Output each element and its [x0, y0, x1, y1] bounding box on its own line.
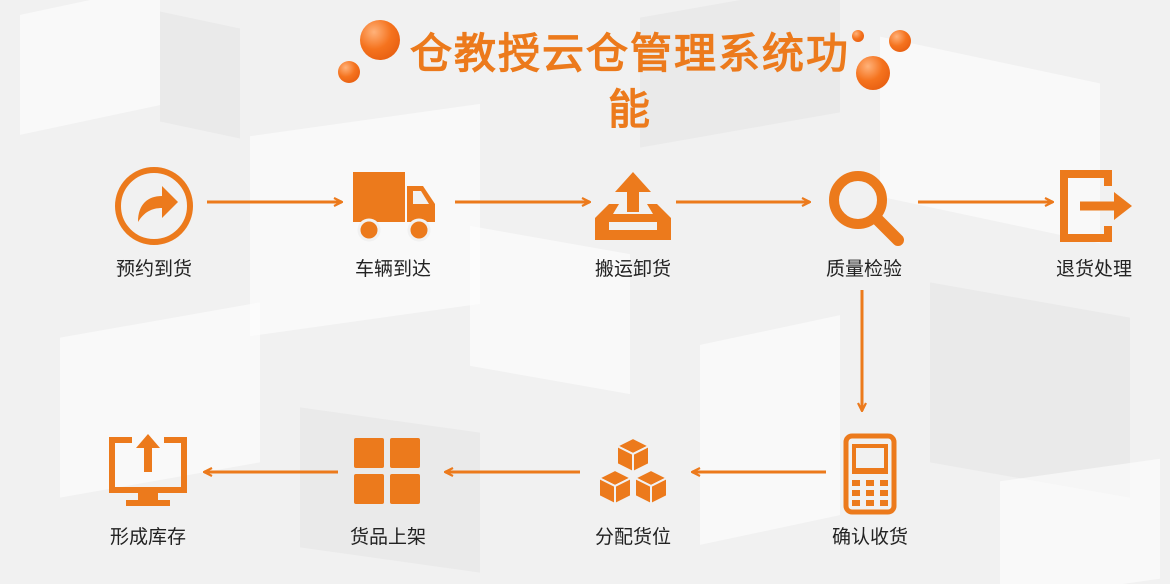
upload-tray-icon — [595, 172, 671, 240]
node-shelving: 货品上架 — [318, 432, 458, 549]
node-label: 搬运卸货 — [594, 258, 671, 280]
node-inventory-formed: 形成库存 — [78, 432, 218, 549]
share-arrow-icon — [115, 167, 193, 245]
node-label: 退货处理 — [1055, 258, 1132, 280]
decor-ball — [856, 56, 890, 90]
truck-icon — [353, 172, 435, 242]
grid-icon — [354, 438, 420, 504]
monitor-upload-icon — [109, 434, 187, 506]
decor-ball — [360, 20, 400, 60]
node-label: 车辆到达 — [354, 258, 431, 280]
node-allocate-location: 分配货位 — [563, 432, 703, 549]
handheld-device-icon — [843, 433, 897, 515]
node-label: 货品上架 — [349, 526, 426, 548]
node-return-handling: 退货处理 — [1024, 164, 1164, 281]
node-confirm-receipt: 确认收货 — [800, 432, 940, 549]
node-vehicle-arrival: 车辆到达 — [323, 164, 463, 281]
decor-ball — [852, 30, 864, 42]
magnifier-icon — [829, 171, 904, 246]
decor-ball — [889, 30, 911, 52]
node-label: 形成库存 — [109, 526, 186, 548]
node-label: 质量检验 — [825, 258, 902, 280]
node-label: 预约到货 — [115, 258, 192, 280]
decor-ball — [338, 61, 360, 83]
page-title: 仓教授云仓管理系统功能 — [409, 29, 850, 134]
node-label: 分配货位 — [594, 526, 671, 548]
node-appointment: 预约到货 — [84, 164, 224, 281]
exit-icon — [1060, 170, 1132, 242]
node-unloading: 搬运卸货 — [563, 164, 703, 281]
cubes-icon — [596, 436, 670, 506]
node-quality-check: 质量检验 — [794, 164, 934, 281]
node-label: 确认收货 — [831, 526, 908, 548]
